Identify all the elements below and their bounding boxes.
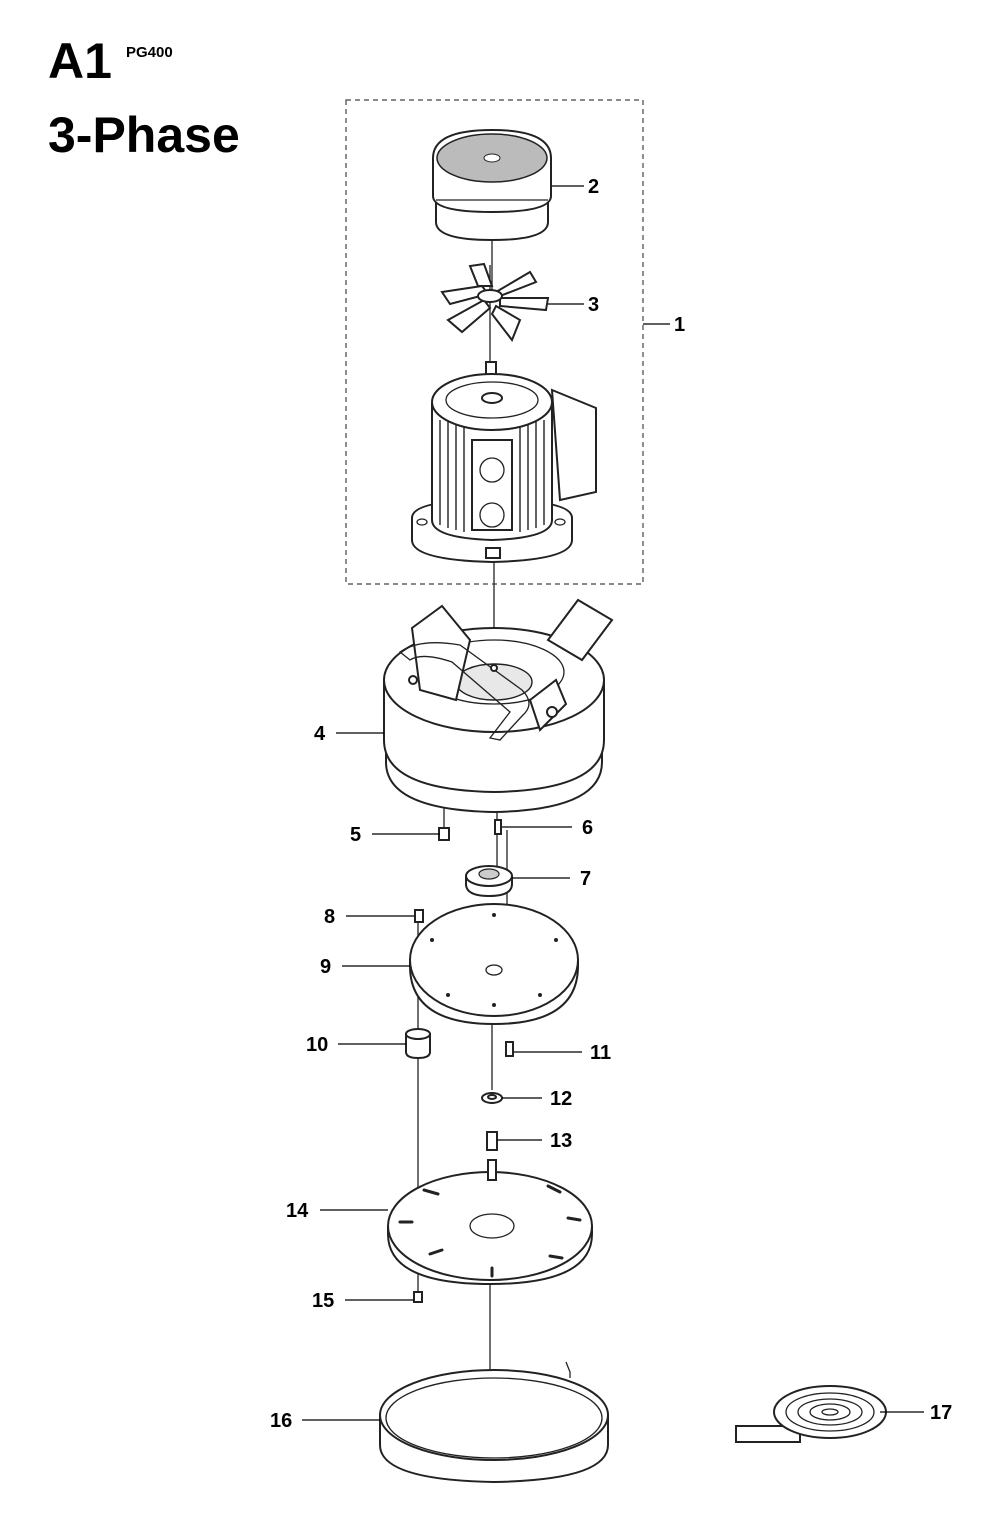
bolt-icon: [438, 827, 450, 841]
tool-plate-icon: [387, 1159, 593, 1286]
washer-icon: [481, 1092, 503, 1104]
callout-1: 1: [674, 314, 685, 336]
callout-13: 13: [550, 1130, 572, 1152]
pin-icon: [494, 819, 502, 835]
screw-icon: [505, 1041, 514, 1057]
cooling-fan-icon: [440, 262, 550, 365]
callout-4: 4: [314, 723, 326, 745]
small-bolt-icon: [414, 909, 424, 923]
callout-9: 9: [320, 956, 331, 978]
motor-cover-icon: [432, 128, 552, 242]
hub-icon: [465, 865, 513, 898]
rubber-strip-icon: [735, 1385, 887, 1443]
plate-screw-icon: [413, 1291, 423, 1303]
stud-icon: [486, 1131, 498, 1151]
callout-8: 8: [324, 906, 335, 928]
callout-15: 15: [312, 1290, 334, 1312]
callout-16: 16: [270, 1410, 292, 1432]
callout-3: 3: [588, 294, 599, 316]
grinding-head-housing-icon: [383, 598, 614, 814]
callout-11: 11: [590, 1042, 611, 1064]
callout-5: 5: [350, 824, 361, 846]
page-code: A1: [48, 33, 112, 89]
skirt-ring-icon: [379, 1361, 609, 1484]
callout-14: 14: [286, 1200, 309, 1222]
title-block: A1 PG400: [48, 33, 173, 89]
model-label: PG400: [126, 44, 173, 61]
callout-10: 10: [306, 1034, 328, 1056]
callout-6: 6: [582, 817, 593, 839]
drive-plate-icon: [409, 903, 579, 1026]
callout-12: 12: [550, 1088, 572, 1110]
leader-lines: [302, 185, 924, 1421]
page-subtitle: 3-Phase: [48, 107, 240, 163]
callout-7: 7: [580, 868, 591, 890]
electric-motor-icon: [411, 361, 597, 564]
spacer-icon: [405, 1028, 431, 1060]
callout-17: 17: [930, 1402, 952, 1424]
callout-2: 2: [588, 176, 599, 198]
